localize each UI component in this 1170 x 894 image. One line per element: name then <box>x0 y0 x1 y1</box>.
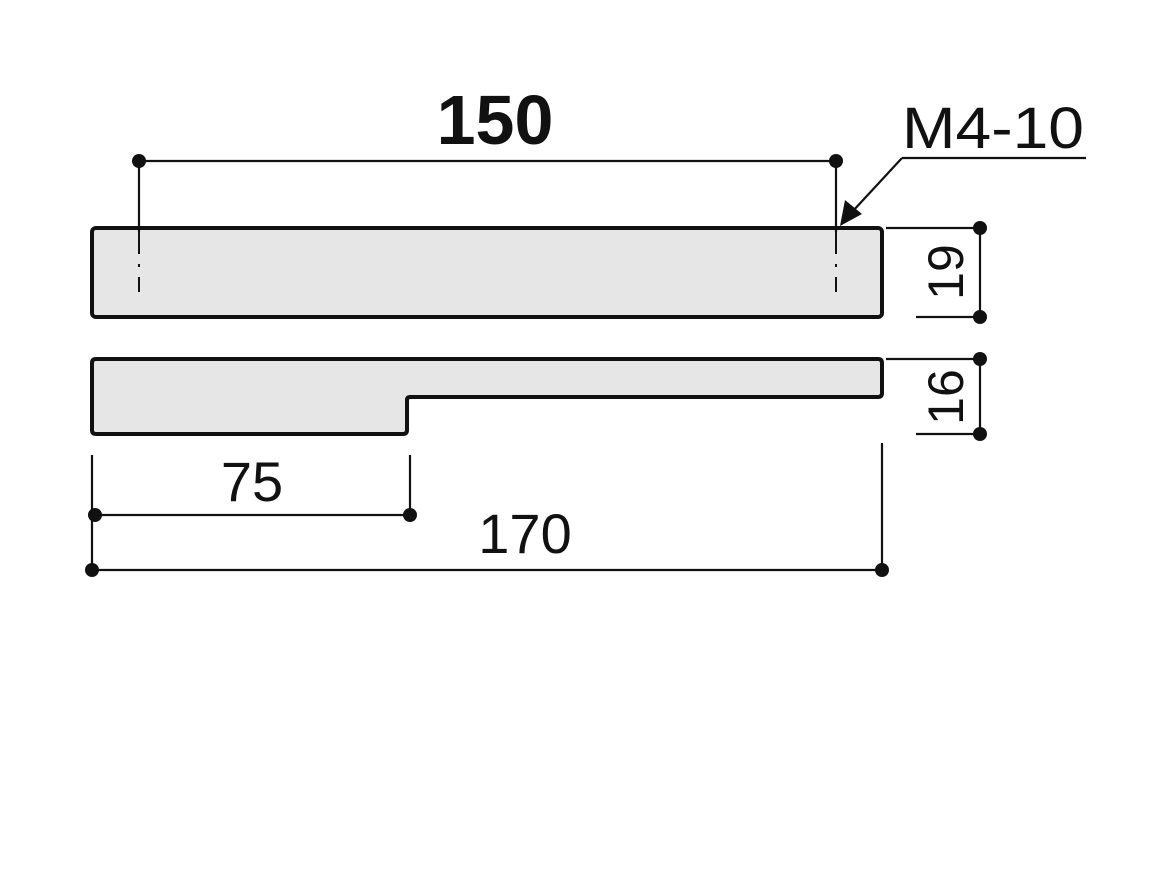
base-height-dot-top <box>973 352 987 366</box>
top-height-dot-bottom <box>973 310 987 324</box>
overall-length-dot-left <box>85 563 99 577</box>
top-height-dot-top <box>973 221 987 235</box>
hole-pitch-dot-right <box>829 154 843 168</box>
step-length-label: 75 <box>221 450 283 513</box>
step-length-dot-right <box>403 508 417 522</box>
overall-length-label: 170 <box>478 502 571 565</box>
hole-pitch-label: 150 <box>437 81 554 159</box>
overall-length-dot-right <box>875 563 889 577</box>
thread-callout-arrowhead <box>840 200 862 226</box>
base-height-label: 16 <box>918 369 974 425</box>
top-height-label: 19 <box>918 244 974 300</box>
hole-pitch-dot-left <box>132 154 146 168</box>
top-view-part <box>90 226 884 319</box>
thread-callout-leader <box>851 157 903 213</box>
side-view-part <box>90 357 884 436</box>
step-length-dot-left <box>88 508 102 522</box>
base-height-dot-bottom <box>973 427 987 441</box>
thread-callout-label: M4-10 <box>902 96 1084 161</box>
